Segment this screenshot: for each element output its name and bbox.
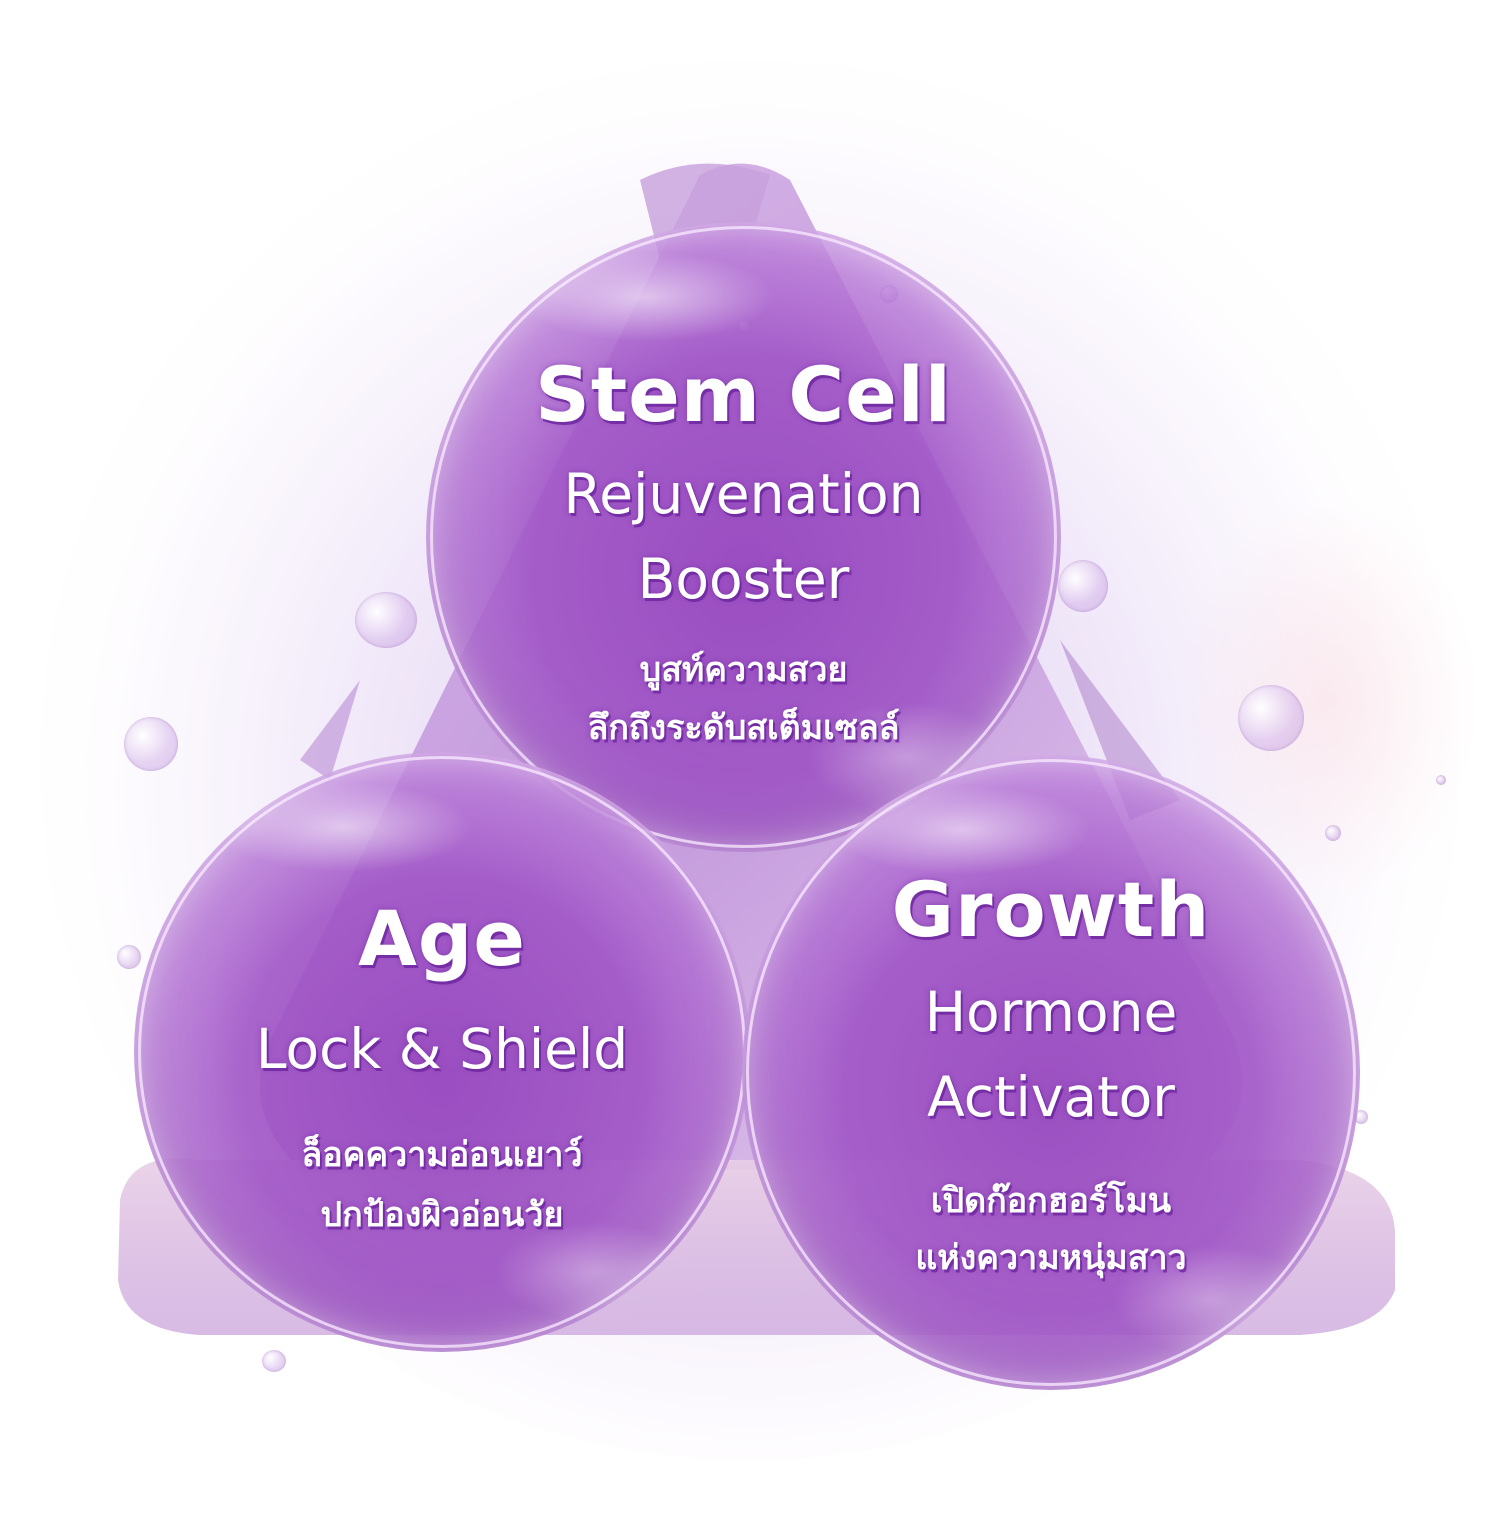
bubble-highlight (516, 252, 776, 342)
growth-line2: Activator (927, 1065, 1175, 1129)
bubble-growth: Growth Hormone Activator เปิดก๊อกฮอร์โมน… (742, 755, 1360, 1390)
age-line1: Lock & Shield (255, 1017, 629, 1081)
droplet (1354, 1110, 1368, 1124)
bubble-rim (746, 759, 1356, 1386)
droplet (262, 1350, 286, 1372)
growth-line1: Hormone (924, 980, 1178, 1044)
stem-cell-thai1: บูสท์ความสวย (639, 650, 848, 690)
droplet (355, 592, 417, 648)
bubble-highlight (494, 1222, 694, 1322)
droplet (1238, 685, 1304, 751)
growth-thai2: แห่งความหนุ่มสาว (915, 1238, 1187, 1278)
stem-cell-title: Stem Cell (535, 350, 952, 439)
bubble-age: Age Lock & Shield ล็อคความอ่อนเยาว์ ปกป้… (134, 752, 750, 1352)
droplet (124, 717, 178, 771)
stem-cell-line2: Booster (637, 547, 850, 611)
age-thai2: ปกป้องผิวอ่อนวัย (320, 1195, 564, 1235)
droplet (1058, 560, 1108, 612)
bubble-highlight (214, 782, 474, 872)
droplet (117, 945, 141, 969)
growth-title: Growth (891, 865, 1211, 954)
bubble-rim (430, 226, 1057, 848)
age-thai1: ล็อคความอ่อนเยาว์ (301, 1135, 583, 1175)
prism-edge-left (300, 680, 360, 780)
stem-cell-line1: Rejuvenation (563, 462, 924, 526)
age-title: Age (358, 894, 526, 983)
droplet (1436, 775, 1446, 785)
stem-cell-thai2: ลึกถึงระดับสเต็มเซลล์ (587, 708, 900, 748)
growth-thai1: เปิดก๊อกฮอร์โมน (930, 1181, 1172, 1221)
bubble-stem-cell: Stem Cell Rejuvenation Booster บูสท์ความ… (426, 222, 1061, 852)
bubble-highlight (832, 785, 1092, 875)
droplet (1325, 825, 1341, 841)
bubble-highlight (1112, 1245, 1312, 1355)
